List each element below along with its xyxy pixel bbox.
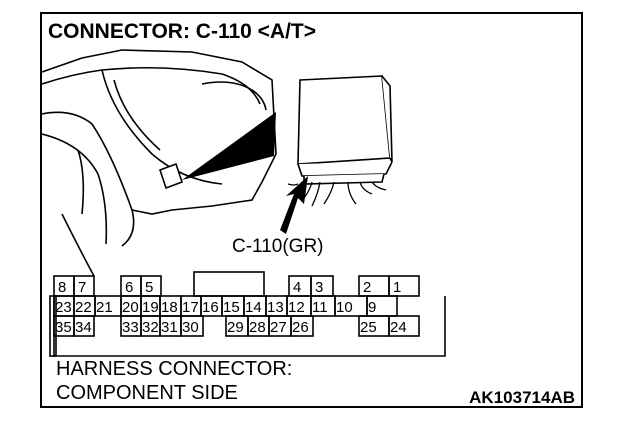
connector-location-marker bbox=[158, 162, 184, 190]
pin-label: 4 bbox=[293, 279, 301, 296]
pin-label: 2 bbox=[363, 279, 371, 296]
pin-label: 21 bbox=[96, 299, 113, 316]
callout-wedge bbox=[182, 112, 276, 180]
figure-id: AK103714AB bbox=[469, 388, 575, 407]
pin-label: 12 bbox=[288, 299, 305, 316]
pin-label: 35 bbox=[55, 319, 72, 336]
pin-label: 8 bbox=[58, 279, 66, 296]
pin-label: 27 bbox=[270, 319, 287, 336]
pin-label: 31 bbox=[161, 319, 178, 336]
pin-label: 13 bbox=[267, 299, 284, 316]
pointer-arrow-icon bbox=[280, 176, 308, 234]
pin-label: 19 bbox=[142, 299, 159, 316]
pin-label: 9 bbox=[368, 299, 376, 316]
pin-cell bbox=[290, 315, 314, 337]
pin-label: 15 bbox=[223, 299, 240, 316]
pin-label: 32 bbox=[142, 319, 159, 336]
pin-label: 25 bbox=[360, 319, 377, 336]
pin-label: 14 bbox=[245, 299, 262, 316]
pin-cell bbox=[388, 315, 420, 337]
pin-label: 20 bbox=[122, 299, 139, 316]
pin-label: 16 bbox=[202, 299, 219, 316]
pin-cell bbox=[73, 315, 95, 337]
connector-label: C-110(GR) bbox=[232, 236, 324, 257]
pin-label: 23 bbox=[55, 299, 72, 316]
pin-label: 3 bbox=[315, 279, 323, 296]
connector-key bbox=[193, 271, 265, 297]
pin-label: 29 bbox=[227, 319, 244, 336]
ecu-component bbox=[297, 75, 393, 185]
pin-cell bbox=[180, 315, 204, 337]
harness-text-line1: HARNESS CONNECTOR: bbox=[56, 358, 293, 380]
diagram-title: CONNECTOR: C-110 <A/T> bbox=[48, 20, 317, 43]
pin-label: 24 bbox=[390, 319, 407, 336]
harness-text-line2: COMPONENT SIDE bbox=[56, 382, 238, 404]
pin-label: 17 bbox=[182, 299, 199, 316]
pin-label: 22 bbox=[75, 299, 92, 316]
pin-label: 11 bbox=[312, 299, 328, 316]
pin-label: 30 bbox=[182, 319, 199, 336]
dashboard-illustration bbox=[42, 49, 393, 277]
pin-label: 18 bbox=[161, 299, 178, 316]
connector-latch bbox=[49, 295, 57, 357]
pin-label: 34 bbox=[75, 319, 92, 336]
pin-label: 28 bbox=[249, 319, 266, 336]
pin-cell bbox=[388, 275, 420, 297]
pin-label: 5 bbox=[145, 279, 153, 296]
pin-label: 6 bbox=[125, 279, 133, 296]
pin-label: 1 bbox=[393, 279, 401, 296]
pin-label: 10 bbox=[336, 299, 353, 316]
pin-label: 7 bbox=[78, 279, 86, 296]
diagram-frame: CONNECTOR: C-110 <A/T> bbox=[40, 12, 583, 408]
pin-label: 26 bbox=[292, 319, 309, 336]
pin-label: 33 bbox=[122, 319, 139, 336]
